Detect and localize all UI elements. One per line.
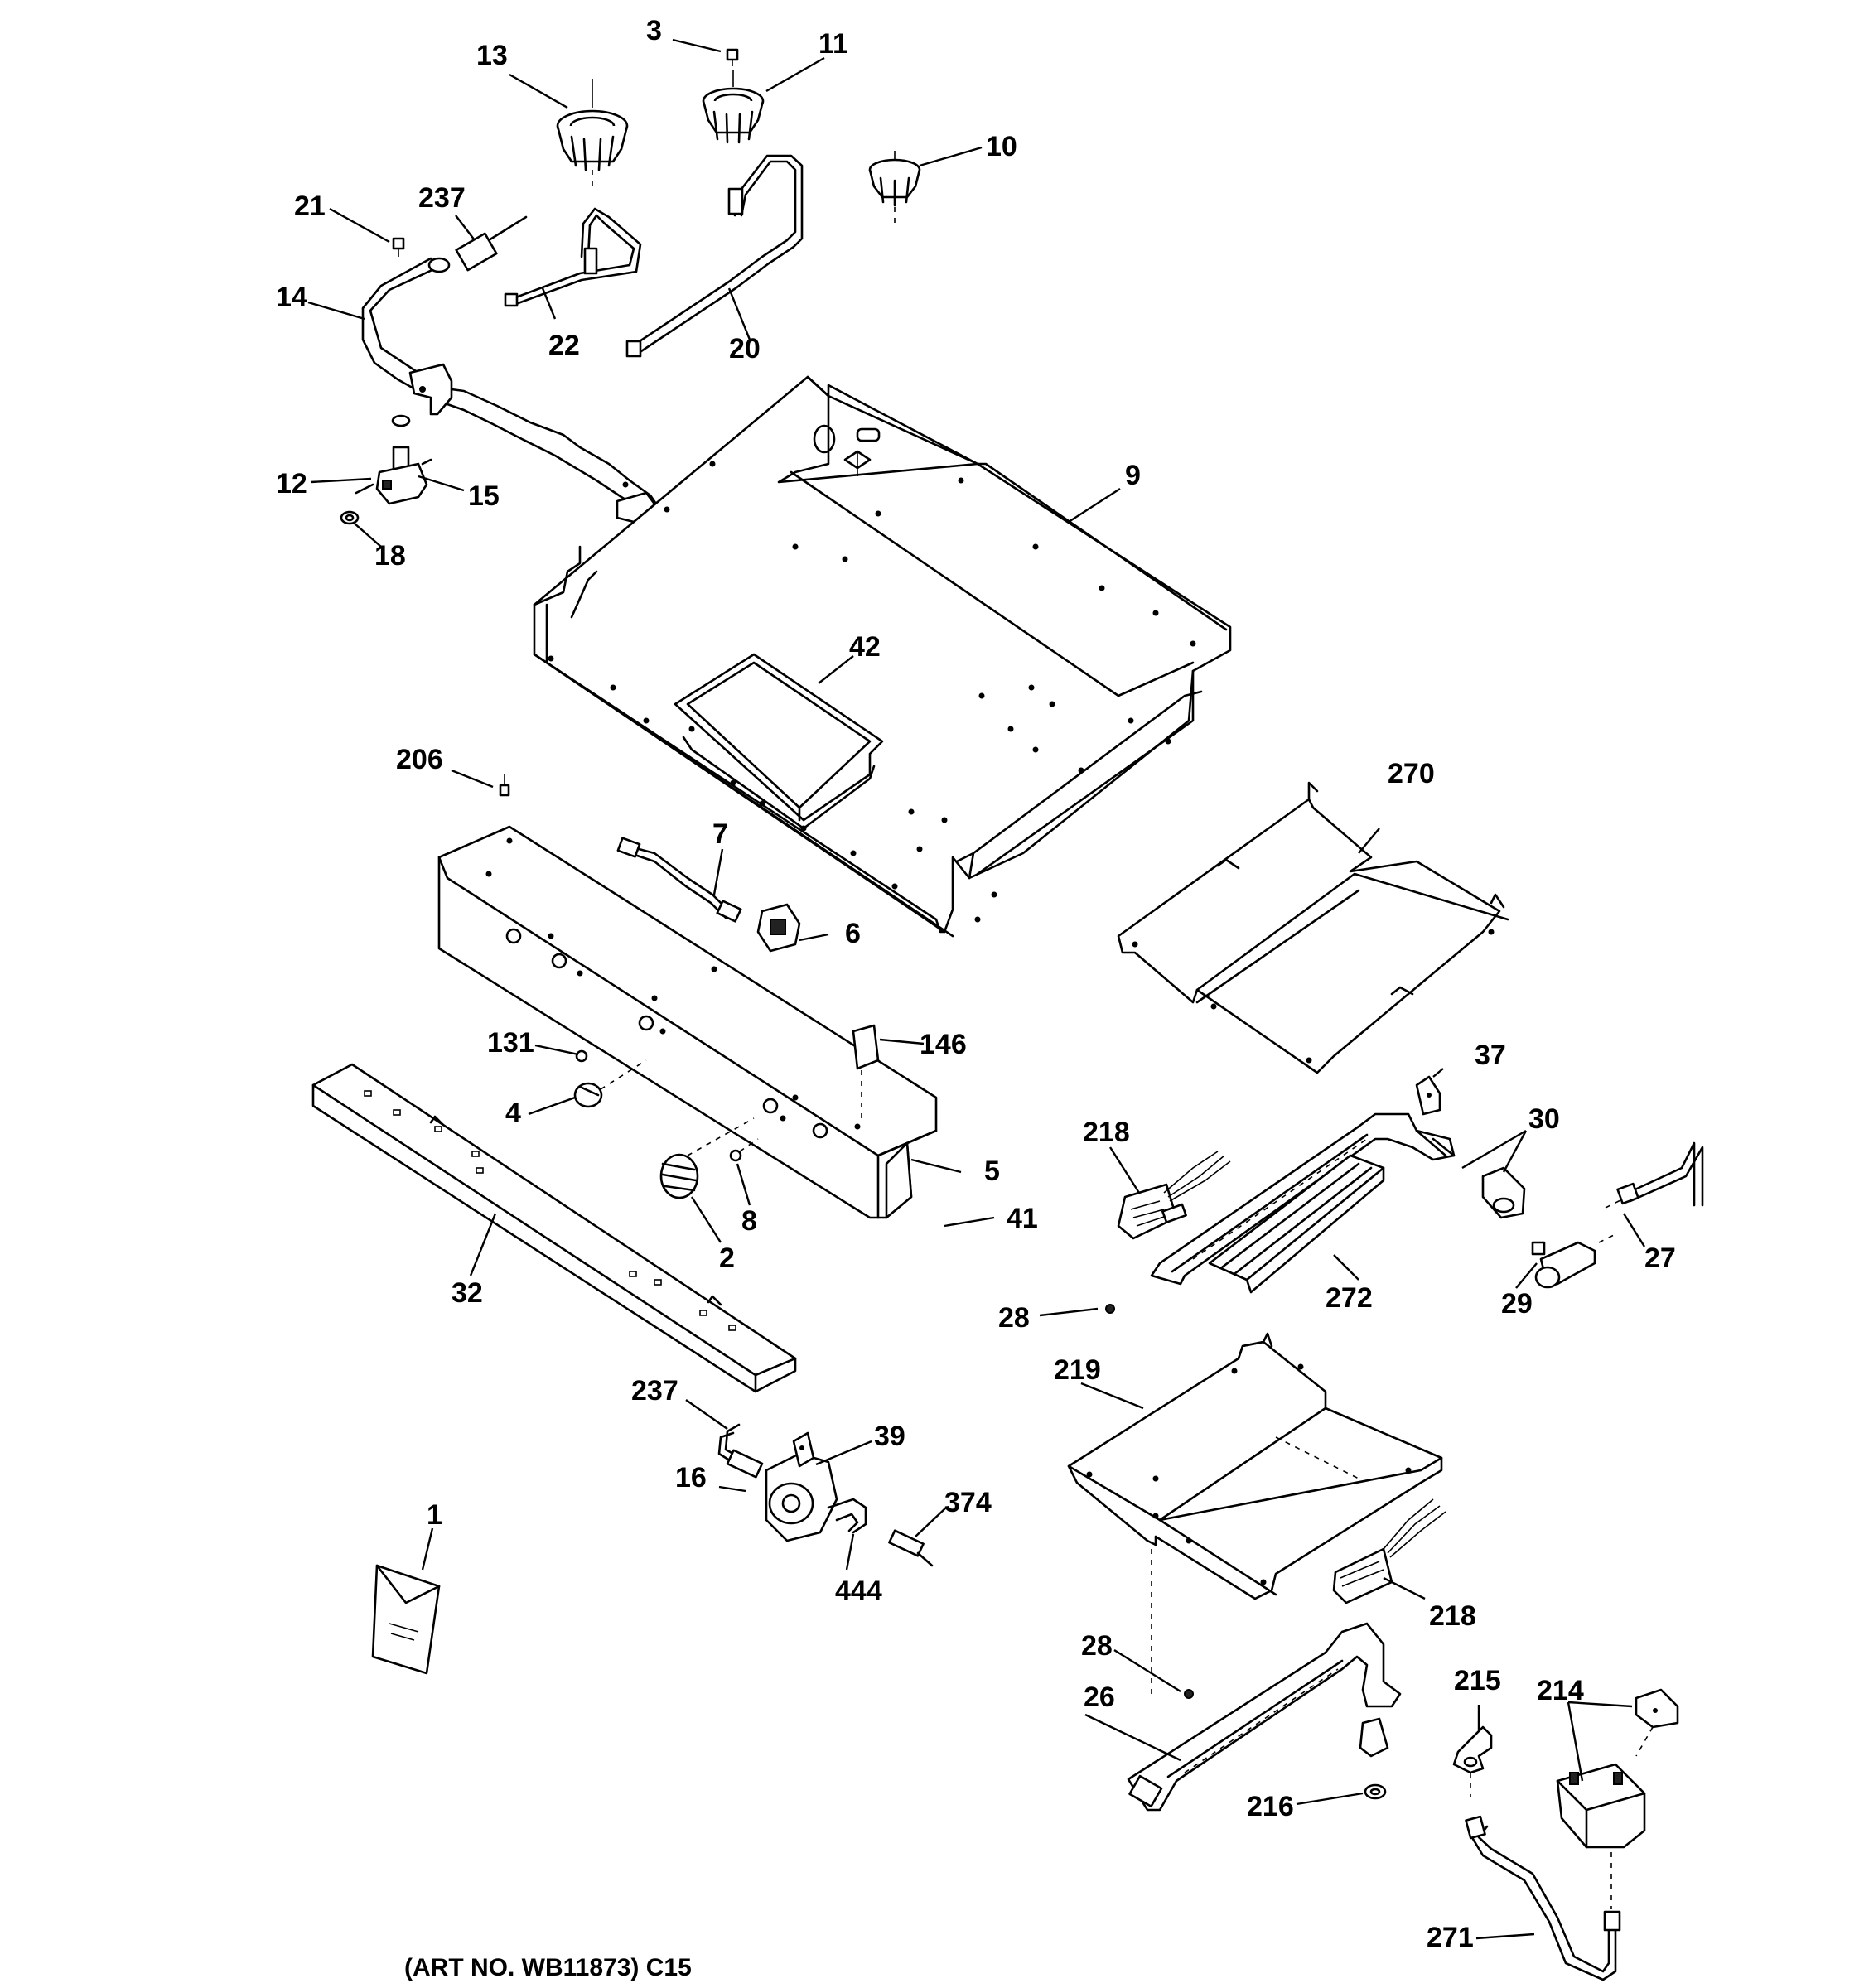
tube-27	[1605, 1141, 1704, 1209]
callout-444: 444	[835, 1575, 882, 1607]
tube-20	[625, 154, 804, 358]
callout-14: 14	[276, 282, 307, 313]
callout-218-upper: 218	[1083, 1117, 1130, 1148]
callout-237-top: 237	[418, 182, 466, 214]
callout-13: 13	[476, 40, 508, 71]
leader-lines	[307, 38, 1646, 1940]
tube-22	[504, 207, 642, 307]
burner-head-10	[868, 151, 921, 224]
callout-6: 6	[845, 918, 861, 949]
callout-28-lower: 28	[1081, 1630, 1113, 1662]
callout-215: 215	[1454, 1665, 1501, 1696]
screw-28-upper	[1105, 1304, 1115, 1314]
safety-valve-214	[1556, 1688, 1679, 1849]
callout-146: 146	[920, 1029, 967, 1060]
callout-3: 3	[646, 15, 662, 46]
igniter-218-lower	[1332, 1498, 1446, 1604]
orifice-fitting-237-top	[455, 215, 528, 272]
screw-206	[499, 774, 510, 797]
trim-strip-32	[311, 1063, 797, 1393]
callout-labels: 13 3 11 10 21 237 14 22 20 12 15 18 9 42…	[276, 15, 1676, 1981]
wire-harness-7	[616, 837, 742, 923]
callout-20: 20	[729, 333, 761, 364]
callout-28-upper: 28	[998, 1302, 1030, 1334]
callout-219: 219	[1054, 1354, 1101, 1386]
callout-1: 1	[427, 1499, 442, 1531]
callout-16: 16	[675, 1462, 707, 1493]
lower-panel-219	[1067, 1332, 1443, 1694]
callout-39: 39	[874, 1421, 905, 1452]
callout-32: 32	[452, 1277, 483, 1309]
callout-26: 26	[1084, 1682, 1115, 1713]
side-panel-270	[1117, 781, 1509, 1074]
tube-271	[1465, 1815, 1621, 1981]
callout-42: 42	[849, 631, 881, 663]
screw-3	[726, 48, 739, 66]
callout-41: 41	[1007, 1203, 1038, 1234]
fitting-16	[726, 1449, 764, 1479]
art-number-footer: (ART NO. WB11873) C15	[404, 1954, 692, 1981]
control-panel-5	[437, 825, 938, 1219]
flame-spreader-272	[1208, 1154, 1385, 1294]
burner-tube-lower-26	[1127, 1622, 1402, 1812]
callout-21: 21	[294, 191, 326, 222]
knob-2	[659, 1117, 755, 1199]
callout-5: 5	[984, 1156, 1000, 1187]
burner-head-13	[556, 79, 629, 186]
callout-271: 271	[1427, 1922, 1474, 1953]
callout-2: 2	[719, 1242, 735, 1274]
callout-7: 7	[712, 818, 728, 850]
callout-10: 10	[986, 131, 1017, 162]
callout-9: 9	[1125, 460, 1141, 491]
pressure-regulator-39	[765, 1431, 867, 1542]
screw-21	[392, 237, 405, 257]
callout-131: 131	[487, 1027, 534, 1059]
callout-15: 15	[468, 480, 500, 512]
clip-146	[852, 1024, 880, 1118]
igniter-218-upper	[1117, 1151, 1231, 1240]
burner-tube-upper	[1150, 1112, 1456, 1286]
valve-12-15	[355, 414, 432, 505]
callout-214: 214	[1537, 1675, 1584, 1706]
callout-270: 270	[1388, 758, 1435, 789]
callout-22: 22	[548, 330, 580, 361]
callout-27: 27	[1644, 1242, 1676, 1274]
burner-box-9	[533, 375, 1232, 938]
callout-237-bottom: 237	[631, 1375, 678, 1407]
vent-grate-42	[674, 653, 884, 830]
owner-manual-1	[371, 1564, 441, 1675]
fitting-374	[888, 1529, 934, 1567]
knob-4	[573, 1059, 647, 1108]
callout-29: 29	[1501, 1288, 1533, 1320]
callout-30: 30	[1528, 1103, 1560, 1135]
bracket-37	[1415, 1075, 1441, 1116]
burner-head-11	[702, 70, 765, 144]
bracket-215	[1452, 1725, 1493, 1797]
callout-11: 11	[819, 28, 848, 60]
nut-18	[340, 510, 360, 525]
callout-18: 18	[374, 540, 406, 572]
callout-12: 12	[276, 468, 307, 499]
mounting-holes	[548, 461, 1196, 923]
screw-131	[575, 1049, 588, 1063]
callout-272: 272	[1326, 1282, 1373, 1314]
screw-8	[729, 1138, 759, 1162]
air-shutter-30	[1481, 1166, 1526, 1219]
callout-218-lower: 218	[1429, 1600, 1476, 1632]
callout-206: 206	[396, 744, 443, 775]
callout-216: 216	[1247, 1791, 1294, 1822]
screw-28-lower	[1184, 1689, 1194, 1699]
switch-6	[756, 903, 801, 953]
callout-8: 8	[741, 1205, 757, 1237]
callout-4: 4	[505, 1098, 521, 1129]
callout-37: 37	[1475, 1040, 1506, 1071]
callout-374: 374	[944, 1487, 992, 1518]
orifice-holder-29	[1531, 1233, 1616, 1289]
